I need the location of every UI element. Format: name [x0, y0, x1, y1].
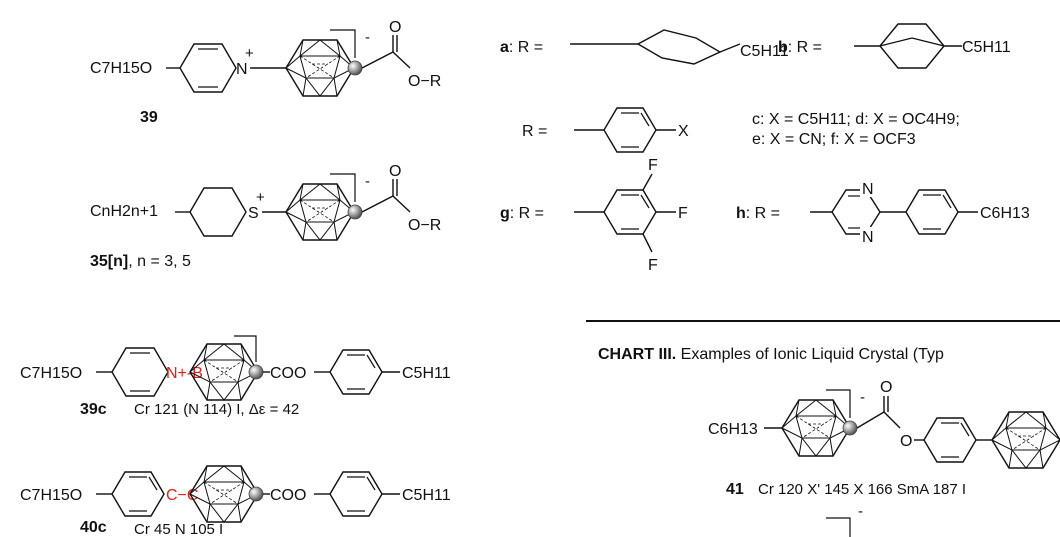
phenyl-r-eq: R =: [522, 123, 547, 140]
s39-carbonyl-o: O: [389, 19, 401, 36]
g-f-bottom: F: [648, 257, 658, 274]
s39c-left-group: C7H15O: [20, 365, 82, 382]
s40c-c-c-atoms: C−C: [166, 487, 198, 504]
structure-41: C6H13 - O O 41 Cr 120 X' 145 X 166 SmA 1…: [708, 379, 1060, 537]
chart-iii-title-bold: CHART III.: [598, 346, 677, 363]
s39-charge: -: [365, 29, 370, 46]
g-f-top: F: [648, 157, 658, 174]
s35-carbonyl-o: O: [389, 163, 401, 180]
h-label: h: R =: [736, 205, 780, 222]
chart-iii-caption: CHART III. Examples of Ionic Liquid Crys…: [598, 346, 944, 364]
s39-left-group: C7H15O: [90, 60, 152, 77]
s41-left-group: C6H13: [708, 421, 758, 438]
s35-left-group: CnH2n+1: [90, 203, 158, 220]
s40c-left-group: C7H15O: [20, 487, 82, 504]
s39c-label: 39c: [80, 401, 107, 418]
structure-39c: C7H15O N+-B COO C5H11 39c Cr 121 (N 114)…: [20, 335, 451, 418]
s39c-coo: COO: [270, 365, 306, 382]
a-tail: C5H11: [740, 43, 789, 60]
s40c-coo: COO: [270, 487, 306, 504]
phenyl-x: X: [678, 123, 689, 140]
substituent-g: g: R = F F F: [500, 157, 688, 274]
s35-ester-or: O−R: [408, 217, 441, 234]
structure-35n: CnH2n+1 S + - O O−R 35[n], n = 3, 5: [90, 163, 441, 270]
s39c-props: Cr 121 (N 114) I, Δε = 42: [134, 401, 299, 418]
s39-ester-or: O−R: [408, 73, 441, 90]
cdef-line1: c: X = C5H11; d: X = OC4H9;: [752, 111, 960, 128]
s41-charge-2: -: [858, 503, 863, 520]
s41-charge: -: [860, 389, 865, 406]
s35-label: 35[n], n = 3, 5: [90, 253, 191, 270]
s39-plus: +: [245, 45, 254, 62]
b-tail: C5H11: [962, 39, 1011, 56]
a-label: a: R =: [500, 39, 543, 56]
s41-props: Cr 120 X' 145 X 166 SmA 187 I: [758, 481, 966, 498]
s40c-props: Cr 45 N 105 I: [134, 521, 223, 537]
substituent-h: h: R = N N C6H13: [736, 181, 1030, 246]
chart-divider: [586, 320, 1060, 322]
b-label: b: R =: [778, 39, 822, 56]
h-tail: C6H13: [980, 205, 1030, 222]
s39-n-atom: N: [236, 61, 248, 78]
g-label: g: R =: [500, 205, 544, 222]
s35-plus: +: [256, 189, 265, 206]
s35-s-atom: S: [248, 205, 259, 222]
substituent-a: a: R = C5H11: [500, 29, 789, 65]
substituent-b: b: R = C5H11: [778, 23, 1011, 69]
s39-label: 39: [140, 109, 158, 126]
chart-iii-title-rest: Examples of Ionic Liquid Crystal (Typ: [680, 346, 944, 363]
s39c-right-group: C5H11: [402, 365, 451, 382]
cdef-line2: e: X = CN; f: X = OCF3: [752, 131, 916, 148]
h-n-top: N: [862, 181, 874, 198]
substituent-phenyl-x: R = X: [522, 107, 689, 153]
structure-40c: C7H15O C−C COO C5H11 40c Cr 45 N 105 I: [20, 465, 451, 537]
structure-39: C7H15O N + - O O−R 39: [90, 19, 441, 126]
s41-ester-o: O: [900, 433, 912, 450]
s40c-label: 40c: [80, 519, 107, 536]
s41-carbonyl-o: O: [880, 379, 892, 396]
g-f-right: F: [678, 205, 688, 222]
h-n-bottom: N: [862, 229, 874, 246]
s35-charge: -: [365, 173, 370, 190]
s40c-right-group: C5H11: [402, 487, 451, 504]
s39c-n-b-atoms: N+-B: [166, 365, 203, 382]
s41-label: 41: [726, 481, 744, 498]
